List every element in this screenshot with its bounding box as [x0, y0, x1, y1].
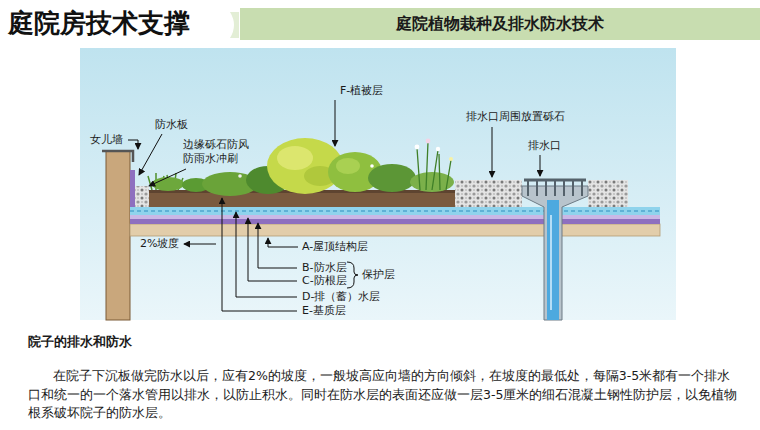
vegetation	[148, 173, 183, 190]
roof-layers	[135, 186, 149, 207]
leader-line	[236, 212, 297, 297]
layer-label: B-防水层	[302, 261, 347, 275]
callout-label: 排水口周围放置砾石	[466, 110, 565, 124]
banner-decoration	[230, 12, 239, 38]
leader-line	[335, 100, 336, 146]
parapet-wall	[106, 151, 130, 320]
drain-outlet	[522, 180, 588, 320]
body-paragraph: 在院子下沉板做完防水以后，应有2%的坡度，一般坡高应向墙的方向倾斜，在坡度的最低…	[28, 367, 740, 423]
protection-bracket	[347, 262, 358, 288]
layer-label: C-防根层	[302, 274, 347, 288]
vegetation	[436, 147, 440, 151]
roof-layers	[588, 180, 628, 207]
roof-layers	[130, 224, 660, 236]
banner-heading: 庭院植物栽种及排水防水技术	[396, 14, 604, 35]
sky-background	[80, 48, 676, 320]
sky-background	[80, 48, 676, 320]
vegetation	[415, 145, 420, 150]
roof-layers	[130, 219, 660, 224]
drain-outlet	[581, 180, 583, 196]
group-label: 保护层	[362, 268, 395, 282]
roof-layers	[130, 211, 660, 212]
drain-outlet	[545, 180, 547, 196]
slope-label: 2%坡度	[140, 237, 179, 251]
layer-label: E-基质层	[302, 304, 346, 318]
leader-line	[268, 238, 298, 247]
drain-outlet	[563, 180, 565, 196]
slide-title: 庭院房技术支撑	[8, 7, 190, 40]
leader-line	[540, 155, 541, 176]
drain-outlet	[527, 180, 529, 196]
drain-outlet	[522, 186, 588, 320]
parapet-wall	[102, 151, 133, 162]
drain-outlet	[547, 200, 559, 320]
roof-layers	[455, 180, 522, 207]
callout-label: 女儿墙	[90, 133, 123, 147]
vegetation	[336, 158, 360, 174]
vegetation	[449, 157, 453, 161]
leader-line	[128, 140, 138, 149]
vegetation	[370, 164, 374, 168]
vegetation	[152, 177, 184, 191]
vegetation	[426, 139, 431, 144]
leader-line	[258, 223, 297, 268]
vegetation	[417, 142, 451, 190]
vegetation	[238, 174, 242, 178]
protection-bracket	[347, 262, 358, 288]
section-heading: 院子的排水和防水	[28, 334, 132, 350]
callout-label: 边缘砾石防风 防雨水冲刷	[183, 138, 252, 166]
roof-layers	[130, 207, 660, 215]
layer-label: D-排（蓄）水层	[302, 290, 380, 304]
callout-label: 排水口	[528, 139, 561, 153]
leader-line	[248, 218, 297, 281]
layer-label: A-屋顶结构层	[302, 240, 368, 254]
vegetation	[277, 146, 313, 170]
roof-layers	[130, 215, 660, 219]
drain-outlet	[550, 215, 552, 310]
leader-line	[222, 198, 297, 311]
callout-label: 防水板	[155, 118, 188, 132]
drain-outlet	[554, 180, 556, 196]
banner-decoration	[230, 12, 239, 38]
layer-label: F-植被层	[340, 84, 383, 98]
vegetation	[148, 138, 454, 196]
section-banner: 庭院植物栽种及排水防水技术	[240, 8, 760, 40]
drain-outlet	[536, 180, 538, 196]
leader-line	[128, 100, 540, 311]
leader-line	[139, 134, 162, 175]
leader-line	[149, 169, 186, 186]
leader-line	[184, 244, 216, 245]
drain-outlet	[572, 180, 574, 196]
vegetation	[368, 164, 416, 192]
leader-line	[492, 127, 493, 177]
